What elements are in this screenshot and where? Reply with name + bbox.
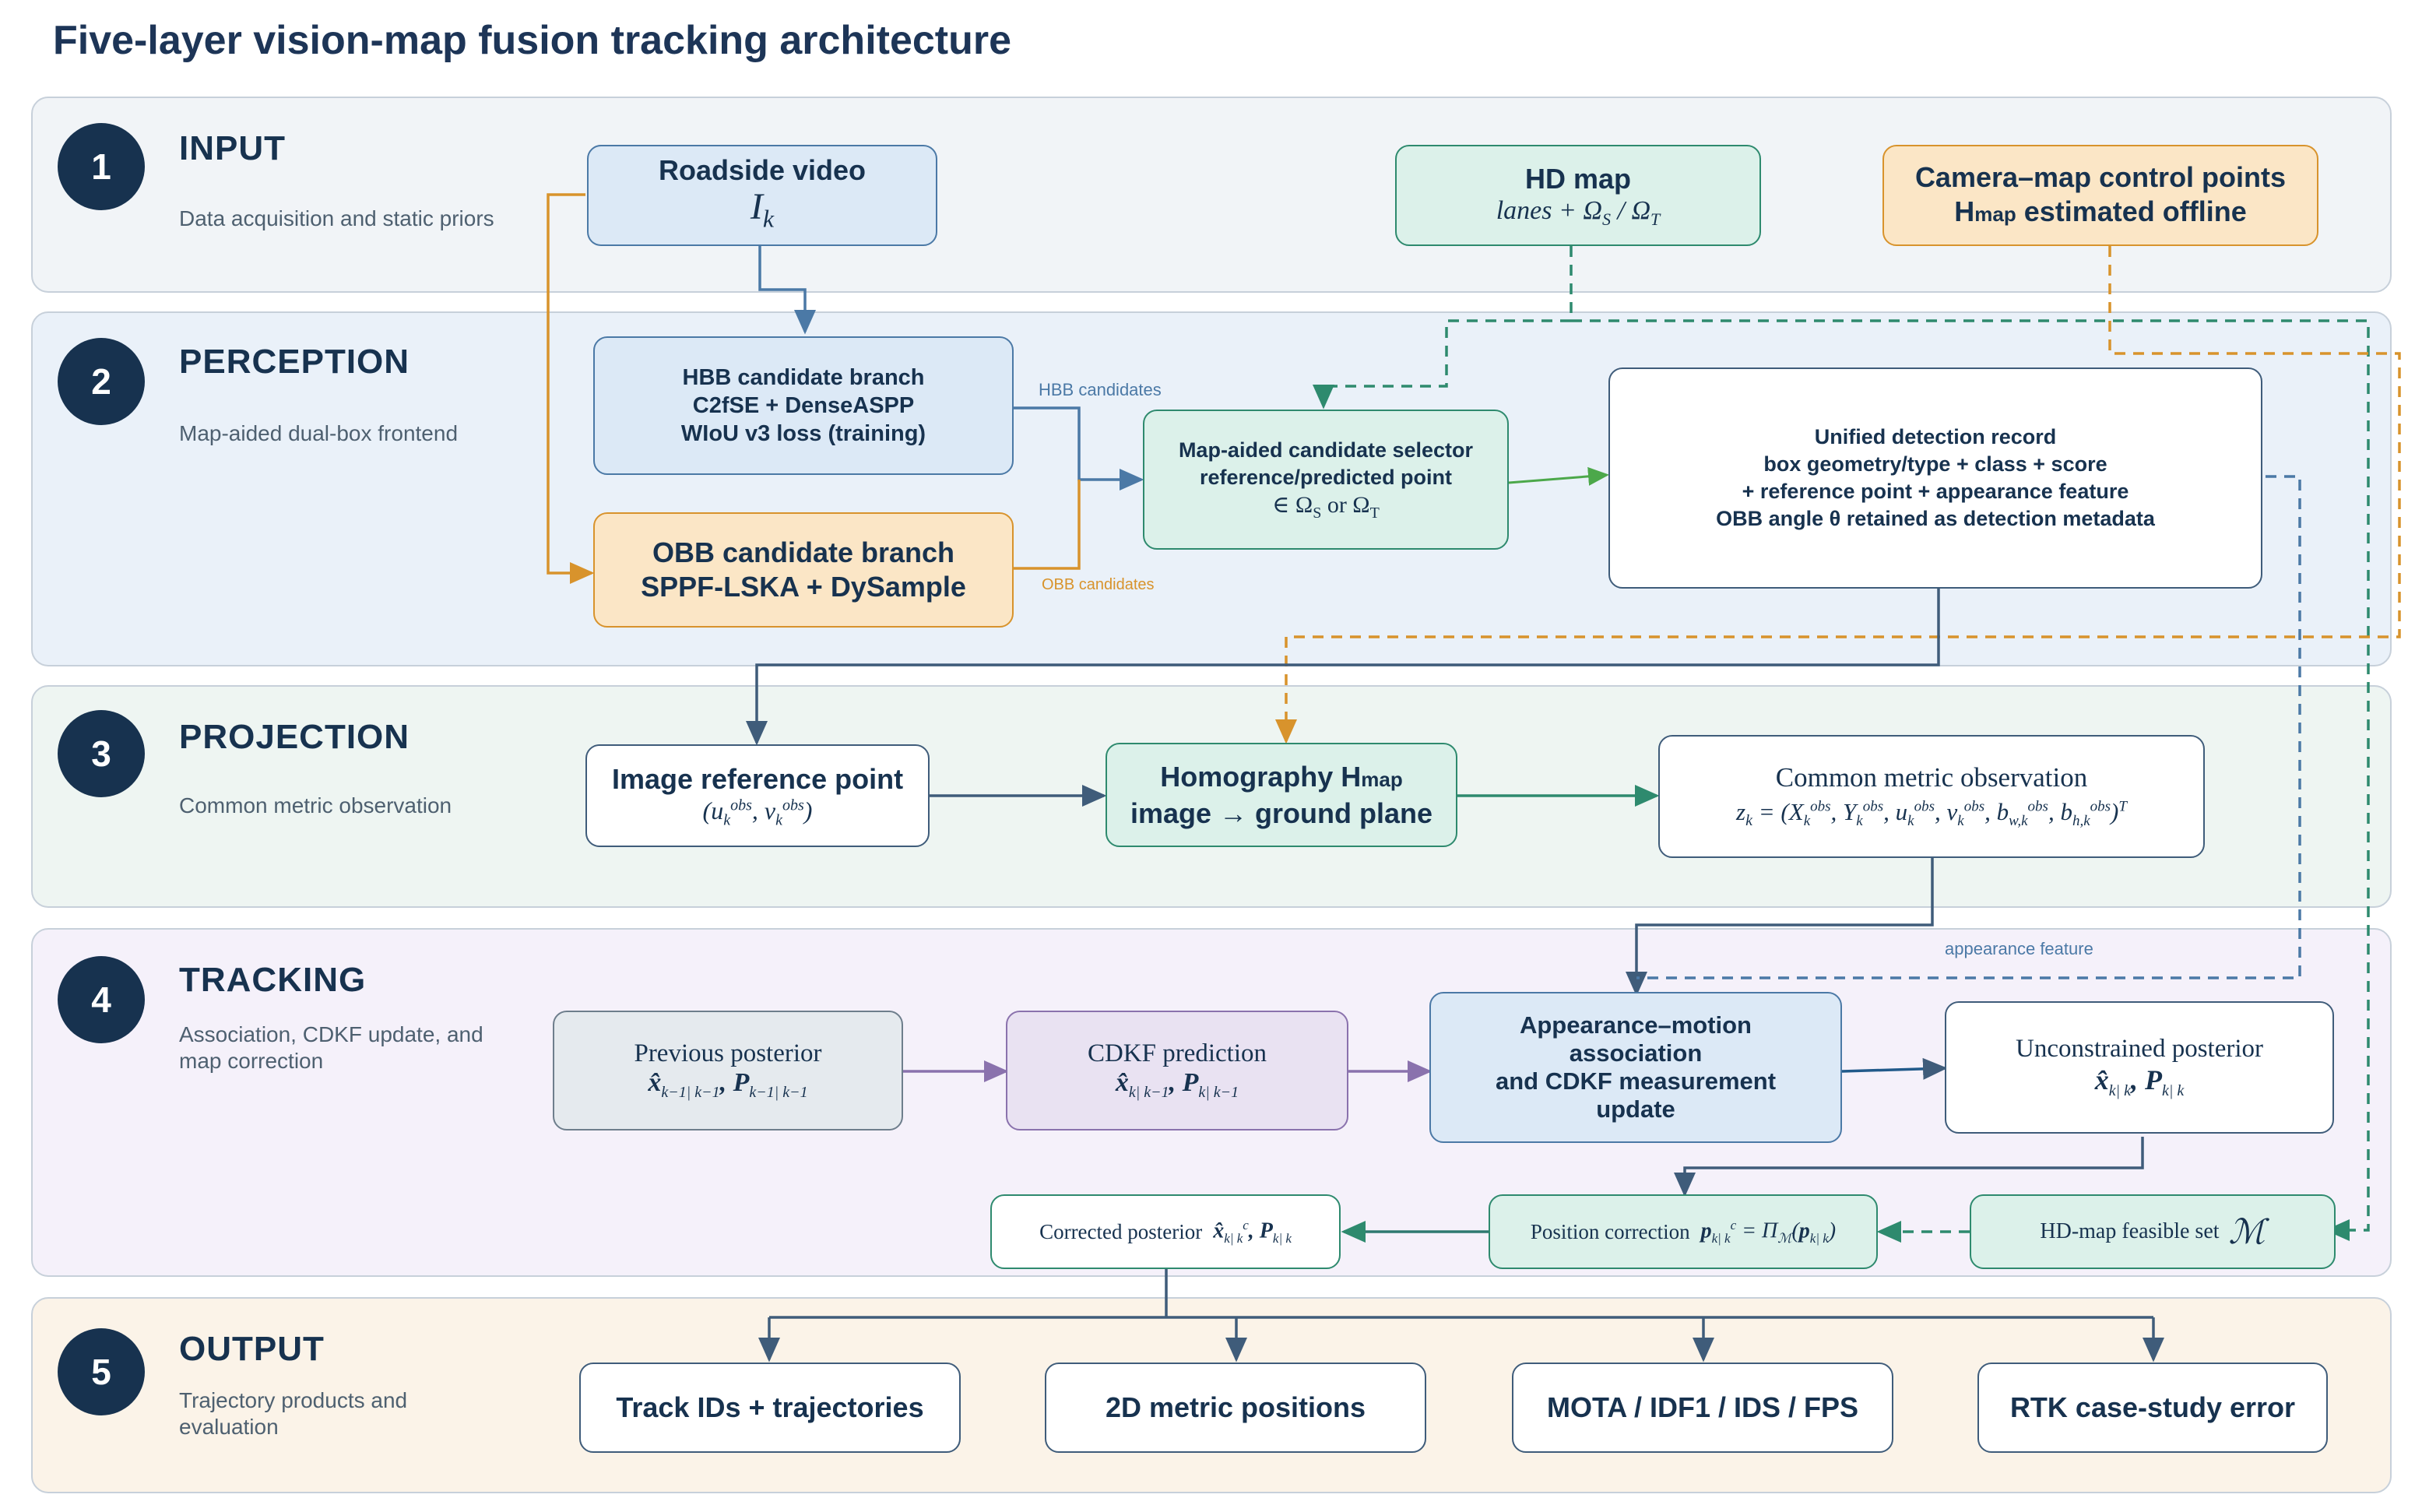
output-rtk-error: RTK case-study error	[1977, 1363, 2328, 1453]
edge-association-to-unconstrained	[1841, 1057, 1948, 1080]
selector-line-1: Map-aided candidate selector	[1178, 438, 1474, 462]
layer-4-name: TRACKING	[179, 961, 367, 999]
metric-title: Common metric observation	[1775, 762, 2088, 793]
hbb-line-3: WIoU v3 loss (training)	[680, 421, 926, 446]
poscorr-label: Position correction	[1530, 1219, 1690, 1243]
layer-2-name: PERCEPTION	[179, 343, 410, 381]
common-metric-observation-node: Common metric observation zk = (Xkobs, Y…	[1658, 735, 2205, 858]
feasible-label: HD-map feasible set	[2040, 1219, 2220, 1243]
record-line-4: OBB angle θ retained as detection metada…	[1716, 507, 2155, 530]
association-line-1: Appearance–motion	[1519, 1011, 1752, 1039]
obb-candidates-label: OBB candidates	[1042, 576, 1155, 593]
output-track-ids-label: Track IDs + trajectories	[616, 1391, 924, 1423]
unconstrained-formula: x̂k| k, Pk| k	[2094, 1064, 2185, 1100]
previous-posterior-title: Previous posterior	[634, 1039, 822, 1068]
corrected-posterior-node: Corrected posterior x̂k| kc, Pk| k	[990, 1194, 1341, 1269]
corrected-label: Corrected posterior	[1039, 1219, 1203, 1243]
edge-hdmap-to-selector	[1313, 246, 1573, 410]
metric-formula: zk = (Xkobs, Ykobs, ukobs, vkobs, bw,kob…	[1736, 798, 2127, 830]
refpoint-title: Image reference point	[611, 762, 904, 795]
hd-map-node: HD map lanes + ΩS / ΩT	[1395, 145, 1761, 246]
association-line-2: association	[1569, 1039, 1703, 1067]
edge-video-to-obb	[547, 193, 595, 584]
previous-posterior-node: Previous posterior x̂k−1| k−1, Pk−1| k−1	[553, 1011, 903, 1130]
layer-1-badge: 1	[58, 123, 145, 210]
layer-3-subtitle: Common metric observation	[179, 793, 452, 818]
output-track-ids: Track IDs + trajectories	[579, 1363, 961, 1453]
cdkf-title: CDKF prediction	[1087, 1039, 1267, 1068]
layer-3-name: PROJECTION	[179, 718, 410, 756]
hbb-line-1: HBB candidate branch	[682, 365, 925, 390]
layer-3-badge: 3	[58, 710, 145, 797]
obb-line-1: OBB candidate branch	[652, 536, 955, 568]
homography-line-2: image → ground plane	[1130, 796, 1433, 829]
position-correction-node: Position correction pk| kc = Πℳ(pk| k)	[1489, 1194, 1878, 1269]
unified-detection-record-node: Unified detection record box geometry/ty…	[1608, 367, 2262, 589]
diagram-title: Five-layer vision-map fusion tracking ar…	[53, 18, 1012, 63]
edge-hdmap-to-feasible	[1571, 319, 2370, 1241]
layer-4-badge: 4	[58, 956, 145, 1043]
record-line-3: + reference point + appearance feature	[1742, 480, 2129, 503]
candidate-selector-node: Map-aided candidate selector reference/p…	[1143, 410, 1509, 550]
output-mot-metrics-label: MOTA / IDF1 / IDS / FPS	[1546, 1391, 1859, 1423]
layer-1-subtitle: Data acquisition and static priors	[179, 206, 494, 230]
hd-map-feasible-set-node: HD-map feasible set ℳ	[1970, 1194, 2336, 1269]
corrected-formula: x̂k| kc, Pk| k	[1213, 1217, 1292, 1246]
hd-map-title: HD map	[1524, 162, 1632, 195]
output-mot-metrics: MOTA / IDF1 / IDS / FPS	[1512, 1363, 1893, 1453]
edge-metric-to-association	[1626, 856, 1934, 997]
output-metric-positions-label: 2D metric positions	[1105, 1391, 1366, 1423]
obb-branch-node: OBB candidate branch SPPF-LSKA + DySampl…	[593, 512, 1014, 628]
output-rtk-error-label: RTK case-study error	[2009, 1391, 2296, 1423]
association-line-4: update	[1596, 1095, 1675, 1123]
output-metric-positions: 2D metric positions	[1045, 1363, 1426, 1453]
edge-video-to-hbb	[758, 246, 816, 335]
edge-obb-to-selector	[1014, 480, 1081, 570]
layer-2-badge: 2	[58, 338, 145, 425]
selector-line-3: ∈ ΩS or ΩT	[1272, 492, 1380, 522]
homography-node: Homography Hmap image → ground plane	[1106, 743, 1457, 847]
feasible-symbol: ℳ	[2228, 1212, 2266, 1251]
layer-1-name: INPUT	[179, 129, 286, 167]
record-line-1: Unified detection record	[1814, 425, 2057, 448]
control-points-line1: Camera–map control points	[1914, 160, 2287, 193]
association-update-node: Appearance–motion association and CDKF m…	[1429, 992, 1842, 1143]
obb-line-2: SPPF-LSKA + DySample	[641, 571, 966, 603]
appearance-feature-label: appearance feature	[1945, 939, 2093, 958]
control-points-node: Camera–map control points Hmap estimated…	[1882, 145, 2318, 246]
homography-line-1: Homography Hmap	[1160, 760, 1403, 793]
edge-selector-to-record	[1508, 466, 1609, 486]
record-line-2: box geometry/type + class + score	[1763, 452, 2107, 476]
image-reference-point-node: Image reference point (ukobs, vkobs)	[585, 744, 930, 847]
cdkf-formula: x̂k| k−1, Pk| k−1	[1115, 1068, 1239, 1101]
refpoint-formula: (ukobs, vkobs)	[702, 796, 813, 829]
hd-map-formula: lanes + ΩS / ΩT	[1496, 195, 1661, 229]
edge-unconstrained-to-poscorr	[1674, 1137, 2144, 1197]
roadside-video-title: Roadside video	[658, 153, 867, 186]
edge-record-to-refpoint	[746, 589, 1940, 746]
unconstrained-title: Unconstrained posterior	[2016, 1034, 2263, 1063]
edge-hbb-to-selector	[1014, 406, 1144, 491]
layer-2-subtitle: Map-aided dual-box frontend	[179, 421, 459, 445]
edge-corrected-to-outputs	[769, 1269, 2153, 1319]
association-line-3: and CDKF measurement	[1495, 1067, 1777, 1095]
previous-posterior-formula: x̂k−1| k−1, Pk−1| k−1	[648, 1068, 808, 1101]
poscorr-formula: pk| kc = Πℳ(pk| k)	[1700, 1217, 1837, 1246]
hbb-branch-node: HBB candidate branch C2fSE + DenseASPP W…	[593, 336, 1014, 475]
roadside-video-node: Roadside video Ik	[587, 145, 937, 246]
layer-5-subtitle: Trajectory products and evaluation	[179, 1388, 408, 1439]
layer-4-subtitle: Association, CDKF update, and map correc…	[179, 1022, 483, 1073]
control-points-line2: Hmap estimated offline	[1954, 195, 2247, 227]
unconstrained-posterior-node: Unconstrained posterior x̂k| k, Pk| k	[1945, 1001, 2334, 1134]
edge-appearance-feature	[1636, 475, 2301, 979]
layer-5-name: OUTPUT	[179, 1330, 325, 1368]
cdkf-prediction-node: CDKF prediction x̂k| k−1, Pk| k−1	[1006, 1011, 1348, 1130]
roadside-video-symbol: Ik	[750, 185, 775, 233]
layer-5-badge: 5	[58, 1328, 145, 1415]
selector-line-2: reference/predicted point	[1199, 466, 1453, 489]
hbb-line-2: C2fSE + DenseASPP	[692, 393, 915, 418]
hbb-candidates-label: HBB candidates	[1039, 380, 1162, 399]
